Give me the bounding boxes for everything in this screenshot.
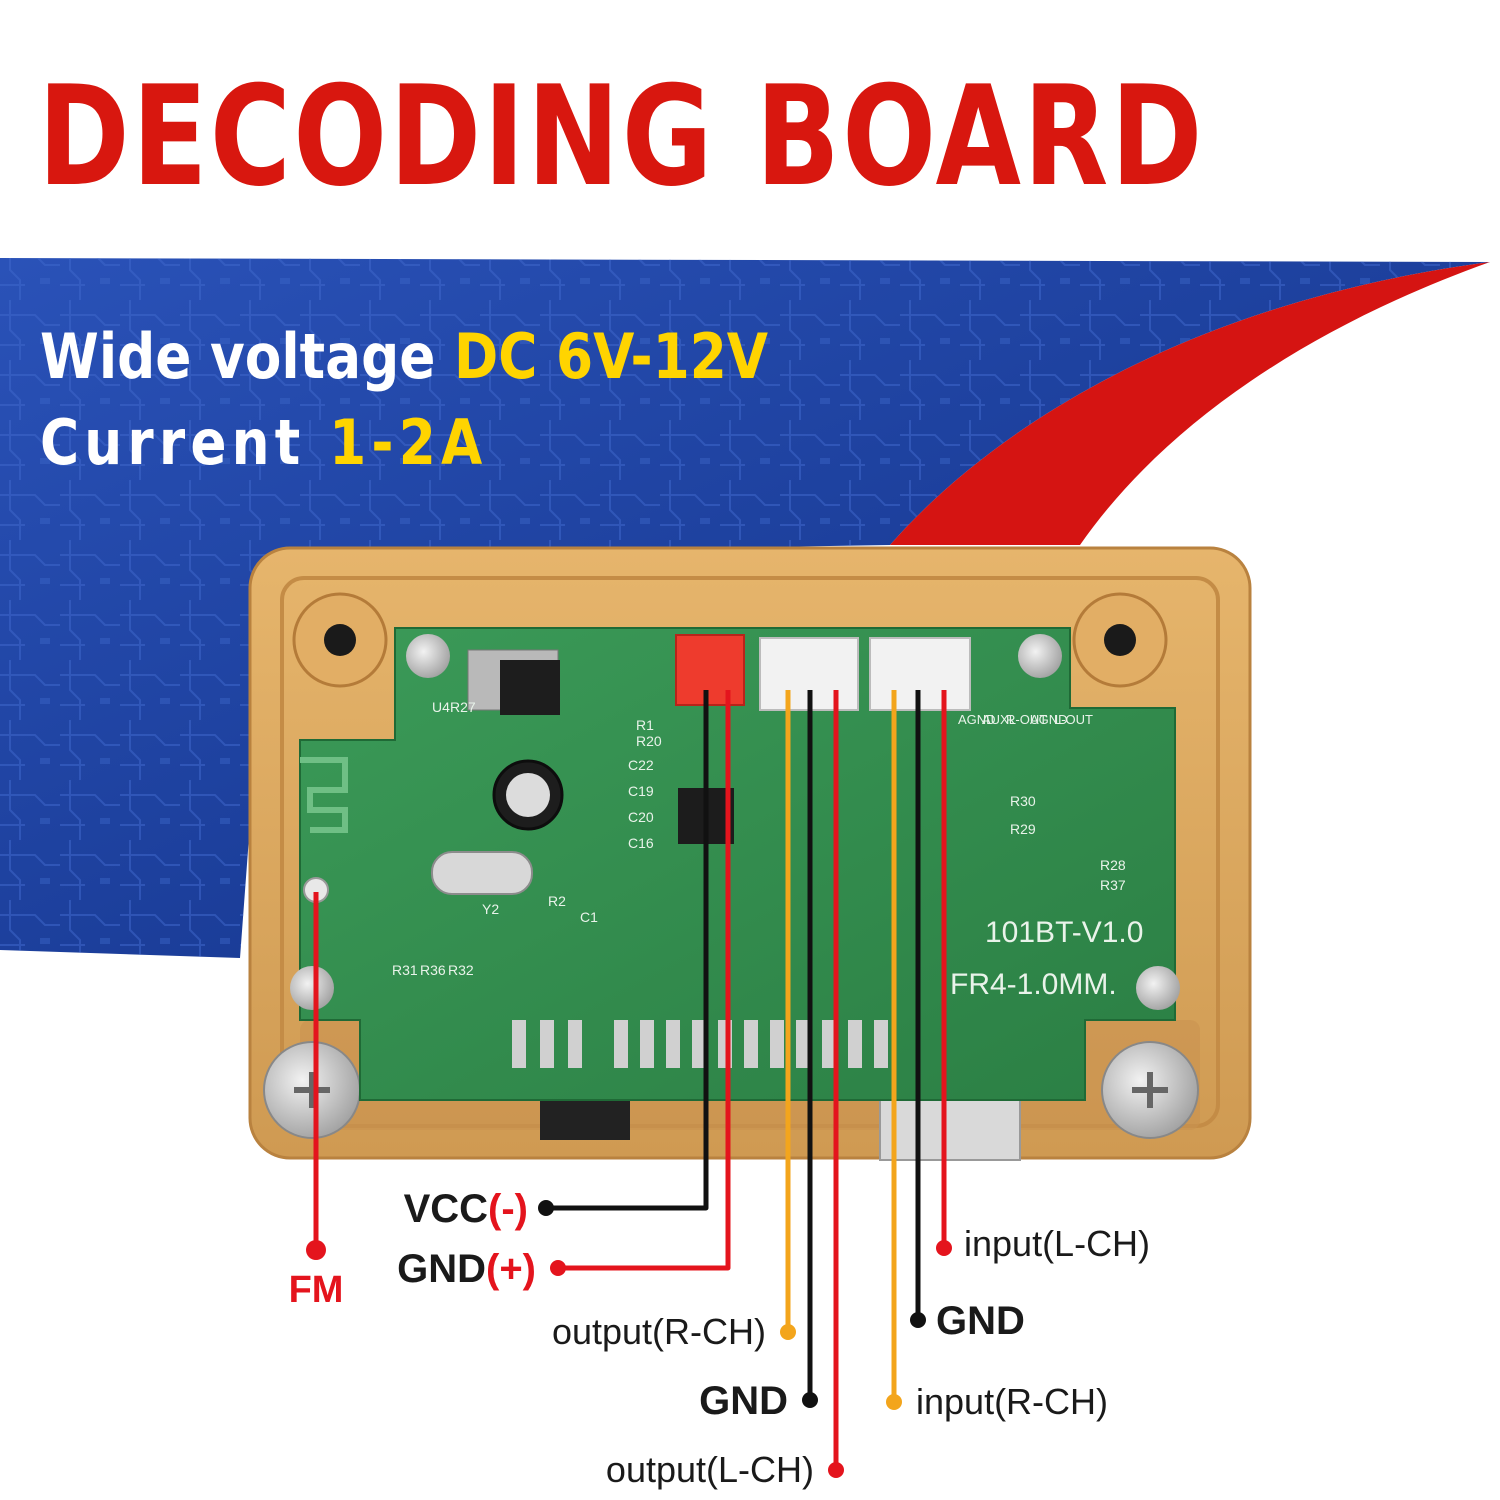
label-vcc-sign: (-) — [488, 1187, 528, 1231]
wire-vcc — [548, 690, 709, 1211]
silk-header-auxl: AUXL — [982, 712, 1016, 727]
label-gnd-center: GND — [699, 1379, 788, 1423]
silk-r30: R30 — [1010, 793, 1036, 809]
silk-r31: R31 — [392, 962, 418, 978]
blue-banner — [0, 258, 1490, 958]
silk-r2: R2 — [548, 893, 566, 909]
pin-labels: FM VCC(-) GND(+) output(R-CH) GND output… — [289, 1187, 1150, 1490]
label-fm: FM — [289, 1269, 344, 1311]
bottom-pads — [512, 1020, 888, 1068]
silk-r37: R37 — [1100, 877, 1126, 893]
board-screw-br — [1136, 966, 1180, 1010]
silk-header-agnd-2: AGND — [1030, 712, 1068, 727]
silk-y2: Y2 — [482, 901, 499, 917]
dot-gnd-right — [910, 1312, 926, 1328]
silk-header-l-out: L-OUT — [1054, 712, 1093, 727]
silk-r36: R36 — [420, 962, 446, 978]
label-vcc-main: VCC — [404, 1187, 488, 1231]
silk-u4: U4 — [432, 699, 450, 715]
silk-c19: C19 — [628, 783, 654, 799]
voltage-value: DC 6V-12V — [454, 320, 769, 393]
silk-c22: C22 — [628, 757, 654, 773]
voltage-line: Wide voltage DC 6V-12V — [40, 326, 768, 388]
power-connector-red — [675, 634, 745, 706]
dot-output-r — [780, 1324, 796, 1340]
spec-block: Wide voltage DC 6V-12V Current 1-2A — [40, 326, 768, 498]
silkscreen-labels: 101BT-V1.0 FR4-1.0MM. R30 R29 R28 R37 Y2… — [392, 699, 1143, 1001]
silk-r1: R1 — [636, 717, 654, 733]
label-input-r: input(R-CH) — [916, 1381, 1108, 1422]
dot-gnd-center — [802, 1392, 818, 1408]
pcb-board — [290, 627, 1180, 1101]
case-screw-left — [263, 1041, 361, 1139]
label-gnd-plus: GND(+) — [397, 1247, 536, 1291]
usb-slot — [879, 1099, 1021, 1161]
silk-r20: R20 — [636, 733, 662, 749]
label-vcc: VCC(-) — [404, 1187, 528, 1231]
current-label: Current — [40, 406, 306, 479]
dot-fm — [306, 1240, 326, 1260]
silk-c16: C16 — [628, 835, 654, 851]
silk-r28: R28 — [1100, 857, 1126, 873]
case-screw-right — [1101, 1041, 1199, 1139]
wire-dots — [306, 1200, 952, 1478]
silk-header-r-out: R-OUT — [1006, 712, 1047, 727]
board-screw-tl — [406, 634, 450, 678]
wires — [313, 690, 947, 1468]
silk-r32: R32 — [448, 962, 474, 978]
silk-header-agnd-1: AGND — [958, 712, 996, 727]
board-screw-tr — [1018, 634, 1062, 678]
current-line: Current 1-2A — [40, 412, 768, 474]
red-swoosh — [890, 262, 1490, 545]
board-model: 101BT-V1.0 — [985, 916, 1143, 949]
label-gnd-right: GND — [936, 1299, 1025, 1343]
label-gnd-sign: (+) — [486, 1247, 536, 1291]
crystal-oscillator — [431, 851, 533, 895]
antenna-trace — [300, 757, 348, 833]
silk-r27: R27 — [450, 699, 476, 715]
silk-r29: R29 — [1010, 821, 1036, 837]
silk-c1: C1 — [580, 909, 598, 925]
dot-gnd-plus — [550, 1260, 566, 1276]
board-pcb-spec: FR4-1.0MM. — [950, 968, 1117, 1001]
voltage-label: Wide voltage — [40, 320, 436, 393]
bottom-connector — [540, 1100, 630, 1140]
page-title: DECODING BOARD — [38, 56, 1205, 217]
wire-gnd-plus — [560, 690, 731, 1271]
label-output-r: output(R-CH) — [552, 1311, 766, 1352]
label-gnd-main: GND — [397, 1247, 486, 1291]
label-output-l: output(L-CH) — [606, 1449, 814, 1490]
dot-input-r — [886, 1394, 902, 1410]
label-input-l: input(L-CH) — [964, 1223, 1150, 1264]
dot-output-l — [828, 1462, 844, 1478]
current-value: 1-2A — [329, 406, 488, 479]
silk-c20: C20 — [628, 809, 654, 825]
dot-vcc — [538, 1200, 554, 1216]
board-screw-bl — [290, 966, 334, 1010]
dot-input-l — [936, 1240, 952, 1256]
